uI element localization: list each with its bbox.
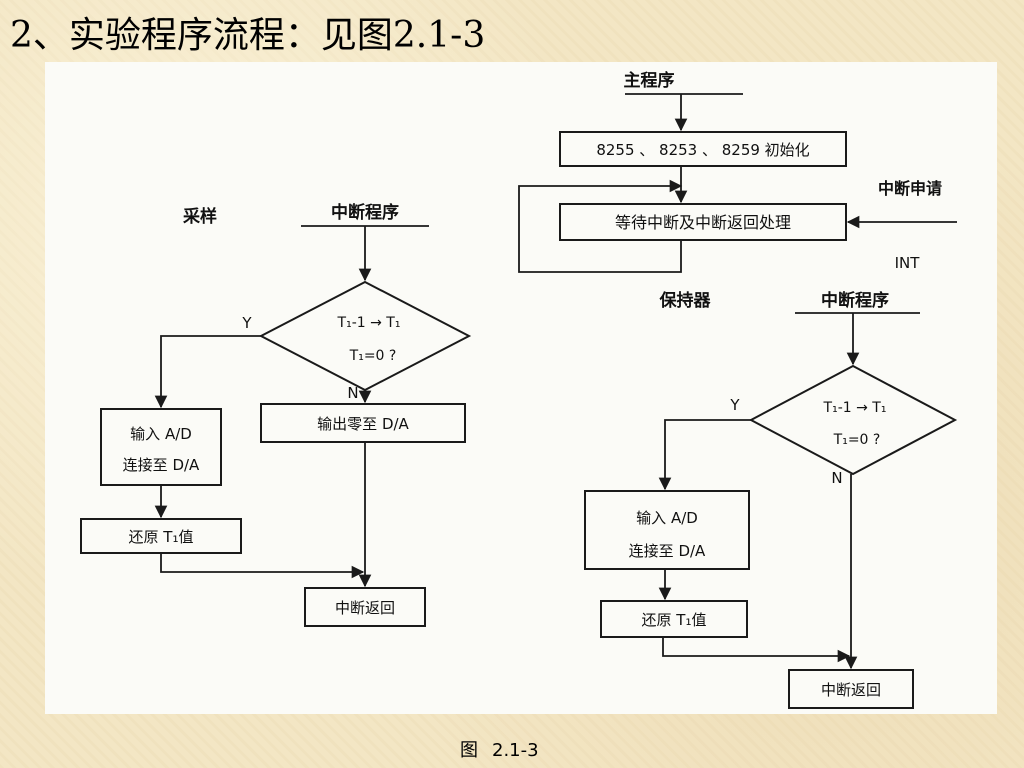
interrupt-request-label: 中断申请 <box>878 179 942 198</box>
holder-label: 保持器 <box>659 290 712 311</box>
sampling-restore-box <box>80 518 242 554</box>
sampling-decision-line2: T₁=0 ? <box>349 348 397 364</box>
int-label: INT <box>895 254 921 272</box>
init-box-label: 8255 、 8253 、 8259 初始化 <box>596 141 809 159</box>
holder-return-label: 中断返回 <box>821 681 881 699</box>
holder-decision-line1: T₁-1 → T₁ <box>823 400 887 416</box>
wait-loop-back <box>518 179 683 273</box>
caption-prefix: 图 <box>460 740 478 761</box>
holder-yes-arrow <box>658 419 751 491</box>
holder-decision-line2: T₁=0 ? <box>833 432 881 448</box>
sampling-restore-label: 还原 T₁值 <box>129 528 194 546</box>
sampling-decision <box>258 280 472 392</box>
holder-restore-box <box>600 600 748 638</box>
sampling-return-label: 中断返回 <box>335 599 395 617</box>
holder-input-line1: 输入 A/D <box>636 509 698 527</box>
wait-box <box>559 203 847 241</box>
caption-number: 2.1-3 <box>492 740 539 761</box>
holder-restore-join <box>662 637 851 663</box>
sampling-title: 中断程序 <box>331 202 399 223</box>
wait-box-label: 等待中断及中断返回处理 <box>615 213 791 232</box>
flowchart-canvas: 主程序 8255 、 8253 、 8259 初始化 等待中断及中断返回处理 中… <box>80 70 958 709</box>
figure-caption: 图 2.1-3 <box>460 736 553 762</box>
sampling-routine: 采样 中断程序 T₁-1 → T₁ T₁=0 ? Y N 输入 A/D 连接至 … <box>80 202 472 627</box>
slide-title: 2、实验程序流程：见图2.1-3 <box>10 15 486 56</box>
sampling-yes-arrow <box>154 335 261 409</box>
sampling-input-line2: 连接至 D/A <box>123 456 200 474</box>
init-box <box>559 131 847 167</box>
sampling-return-box <box>304 587 426 627</box>
sampling-yes-label: Y <box>241 314 252 332</box>
sampling-input-line1: 输入 A/D <box>130 425 192 443</box>
main-program-title: 主程序 <box>624 70 675 91</box>
holder-routine: 保持器 中断程序 T₁-1 → T₁ T₁=0 ? Y N 输入 A/D 连接至… <box>584 290 958 709</box>
holder-input-line2: 连接至 D/A <box>629 542 706 560</box>
holder-yes-label: Y <box>729 396 740 414</box>
sampling-restore-join <box>160 553 365 579</box>
holder-restore-label: 还原 T₁值 <box>642 611 707 629</box>
sampling-input-box <box>100 408 222 486</box>
sampling-output-zero-box <box>260 403 466 443</box>
sampling-output-zero-label: 输出零至 D/A <box>317 415 409 433</box>
holder-decision <box>748 364 958 476</box>
sampling-label: 采样 <box>182 206 217 227</box>
sampling-no-label: N <box>347 384 358 402</box>
flowchart-figure: 主程序 8255 、 8253 、 8259 初始化 等待中断及中断返回处理 中… <box>45 62 997 714</box>
holder-no-label: N <box>831 469 842 487</box>
holder-input-box <box>584 490 750 570</box>
holder-return-box <box>788 669 914 709</box>
holder-title: 中断程序 <box>821 290 889 311</box>
sampling-decision-line1: T₁-1 → T₁ <box>337 315 401 331</box>
main-program: 主程序 8255 、 8253 、 8259 初始化 等待中断及中断返回处理 中… <box>518 70 957 273</box>
